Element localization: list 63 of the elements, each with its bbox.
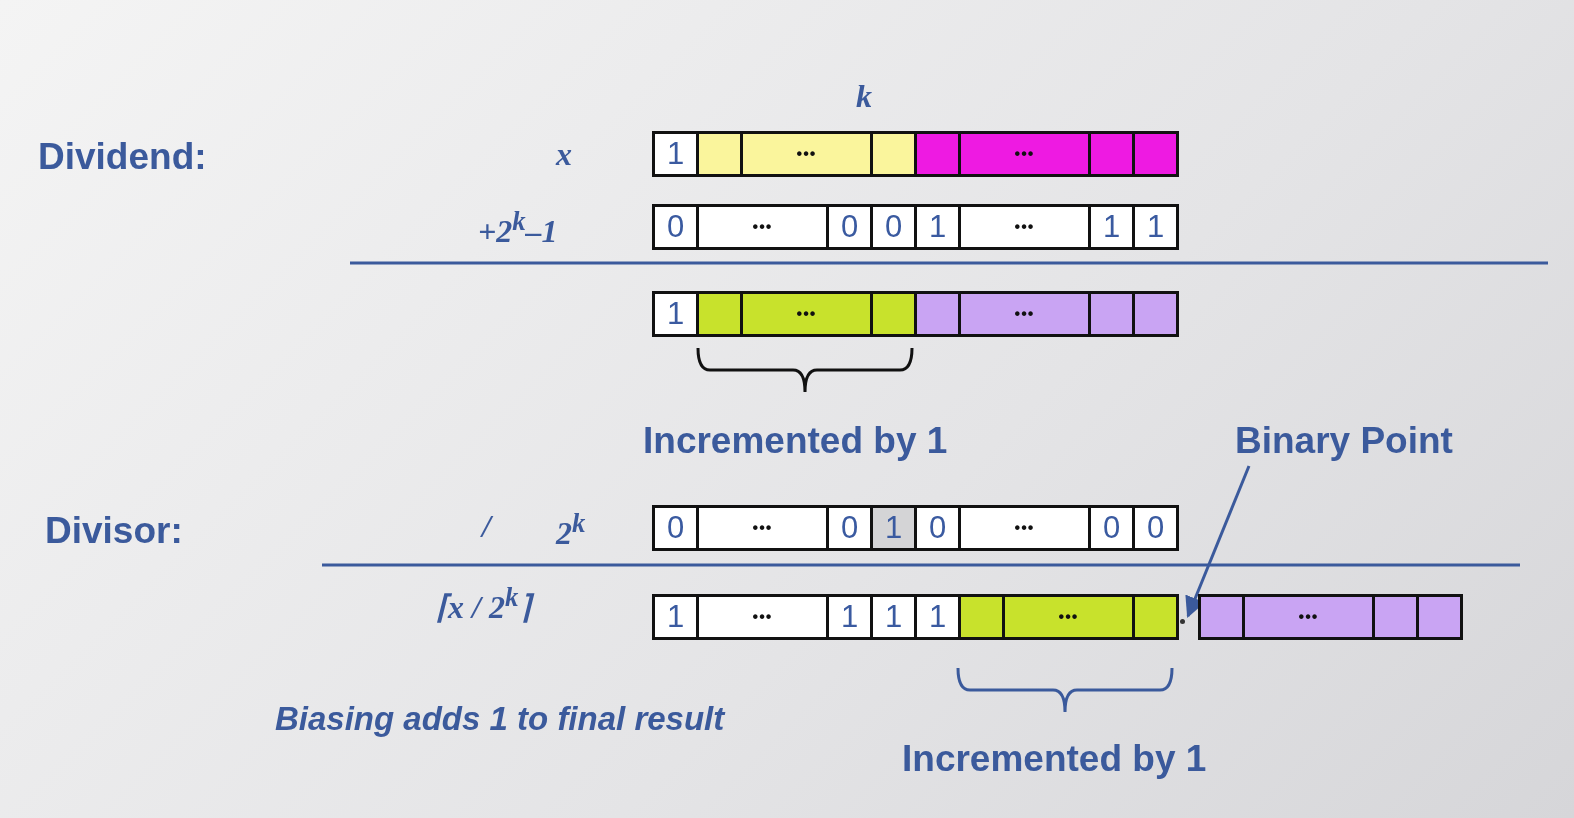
bit-cell <box>1419 597 1460 637</box>
bit-cell <box>1091 134 1132 174</box>
math-expression: +2$^{k}$–1 <box>478 206 558 250</box>
heading: Divisor: <box>45 510 183 552</box>
bit-cell: ••• <box>961 294 1088 334</box>
bit-cell: 1 <box>1091 207 1132 247</box>
bit-cell: 1 <box>917 597 958 637</box>
bit-cell: 0 <box>829 508 870 548</box>
note-text: Biasing adds 1 to final result <box>275 700 725 738</box>
bit-cell: ••• <box>961 134 1088 174</box>
bit-cell: 1 <box>655 597 696 637</box>
bit-cell: 1 <box>655 134 696 174</box>
bit-cell <box>1375 597 1416 637</box>
bit-cell: ••• <box>699 597 826 637</box>
bit-cell: ••• <box>699 207 826 247</box>
bit-cell: 0 <box>1135 508 1176 548</box>
bit-cell <box>1091 294 1132 334</box>
annotation-text: Incremented by 1 <box>643 420 948 462</box>
bit-cell <box>961 597 1002 637</box>
bit-cell: 1 <box>655 294 696 334</box>
bit-cell <box>873 294 914 334</box>
bit-cell: 0 <box>655 508 696 548</box>
bit-cell: 0 <box>917 508 958 548</box>
bit-cell <box>917 134 958 174</box>
binary-point-dot <box>1180 619 1185 624</box>
bit-cell: ••• <box>961 207 1088 247</box>
bit-cell: ••• <box>743 294 870 334</box>
annotation-text: Incremented by 1 <box>902 738 1207 780</box>
bit-cell: 1 <box>917 207 958 247</box>
bit-cell: 0 <box>1091 508 1132 548</box>
bit-register <box>652 291 1179 337</box>
bit-cell: ••• <box>1005 597 1132 637</box>
bit-cell <box>1135 294 1176 334</box>
bit-cell: ••• <box>1245 597 1372 637</box>
bit-cell <box>1135 597 1176 637</box>
bit-cell: ••• <box>961 508 1088 548</box>
heading: Dividend: <box>38 136 207 178</box>
leader-line <box>1185 465 1251 618</box>
bit-cell: 0 <box>873 207 914 247</box>
bit-cell <box>873 134 914 174</box>
bit-register <box>652 594 1179 640</box>
math-expression: 2$^{k}$ <box>556 508 586 552</box>
annotation-text: Binary Point <box>1235 420 1453 462</box>
bit-cell: 0 <box>829 207 870 247</box>
bit-register <box>652 505 1179 551</box>
bit-cell <box>1201 597 1242 637</box>
bit-register <box>652 131 1179 177</box>
variable-label: k <box>856 78 872 115</box>
bit-register <box>652 204 1179 250</box>
bit-cell <box>699 294 740 334</box>
bit-cell: 1 <box>873 597 914 637</box>
bit-cell: 1 <box>1135 207 1176 247</box>
bit-cell: 1 <box>829 597 870 637</box>
bit-cell: ••• <box>699 508 826 548</box>
bit-cell: ••• <box>743 134 870 174</box>
variable-label: x <box>556 136 572 173</box>
bit-register <box>1198 594 1463 640</box>
bit-cell <box>917 294 958 334</box>
bit-cell <box>1135 134 1176 174</box>
bit-cell: 1 <box>873 508 914 548</box>
bit-cell <box>699 134 740 174</box>
math-expression: / <box>482 508 491 545</box>
bit-cell: 0 <box>655 207 696 247</box>
